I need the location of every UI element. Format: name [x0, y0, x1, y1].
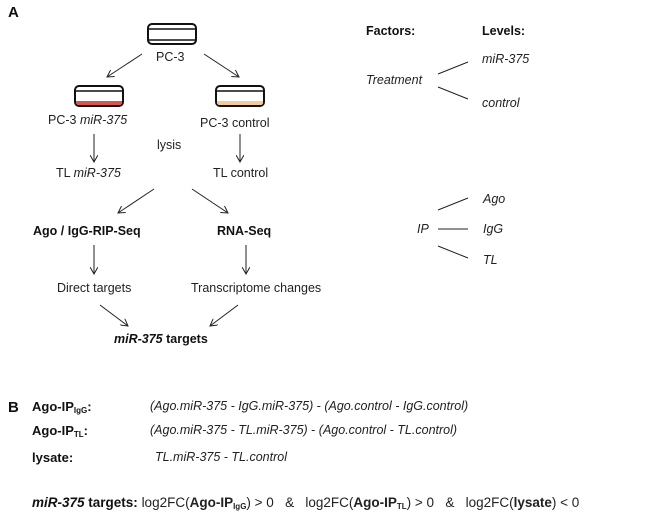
levels-header: Levels: — [482, 24, 526, 38]
factor-treatment: Treatment — [366, 73, 423, 87]
criteria-term-2: log2FC(Ago-IPTL) > 0 — [305, 495, 435, 511]
formula-part: (Ago.miR-375 - TL.miR-375) — [150, 423, 308, 437]
criteria-label: targets: — [84, 495, 138, 510]
contrast-formula-ago-ip-igg: (Ago.miR-375 - IgG.miR-375) - (Ago.contr… — [150, 399, 468, 413]
contrast-subscript: TL — [73, 430, 84, 439]
target-criteria: miR-375 targets: log2FC(Ago-IPIgG) > 0 &… — [32, 495, 579, 511]
contrast-name-lysate: lysate: — [32, 450, 74, 465]
level-tl: TL — [483, 253, 498, 267]
contrast-name: Ago-IP — [32, 399, 74, 414]
node-text: PC-3 — [48, 113, 80, 127]
node-text: targets — [162, 332, 208, 346]
criteria-joiner: & — [445, 495, 455, 510]
node-tl-mir375: TL miR-375 — [56, 166, 121, 180]
tree-line-treatment-mir375 — [437, 61, 469, 75]
panel-label-a: A — [8, 4, 19, 21]
level-ago: Ago — [483, 192, 506, 206]
criteria-term-3: log2FC(lysate) < 0 — [465, 495, 580, 510]
level-mir375: miR-375 — [482, 52, 530, 66]
node-pc3-control: PC-3 control — [200, 116, 270, 130]
panel-label-b: B — [8, 399, 19, 416]
arrow-tl-to-rip — [118, 188, 155, 213]
node-pc3-mir375: PC-3 miR-375 — [48, 113, 127, 127]
level-control: control — [482, 96, 520, 110]
node-transcriptome-changes: Transcriptome changes — [191, 281, 322, 295]
node-ago-igg-rip-seq: Ago / IgG-RIP-Seq — [33, 224, 141, 238]
tree-line-ip-ago — [437, 197, 469, 211]
label-lysis: lysis — [157, 138, 182, 152]
contrast-formula-ago-ip-tl: (Ago.miR-375 - TL.miR-375) - (Ago.contro… — [150, 423, 457, 437]
arrow-root-to-right — [203, 53, 239, 77]
node-text-italic: miR-375 — [73, 166, 121, 180]
node-text-italic: miR-375 — [114, 332, 163, 346]
tree-line-treatment-control — [437, 86, 469, 100]
node-text: TL — [56, 166, 74, 180]
node-pc3: PC-3 — [156, 50, 185, 64]
arrow-transcriptome-to-final — [210, 304, 239, 326]
contrast-formula-lysate: TL.miR-375 - TL.control — [155, 450, 287, 464]
contrast-name: lysate — [32, 450, 69, 465]
formula-part: (Ago.control - TL.control) — [318, 423, 458, 437]
petri-dish-icon-mir375 — [74, 85, 124, 107]
formula-operator: - — [313, 399, 325, 413]
factors-header: Factors: — [366, 24, 416, 38]
petri-dish-icon-root — [147, 23, 197, 45]
petri-dish-icon-control — [215, 85, 265, 107]
formula-part: (Ago.miR-375 - IgG.miR-375) — [150, 399, 314, 413]
node-text-italic: miR-375 — [79, 113, 128, 127]
arrow-root-to-left — [107, 53, 143, 77]
factor-ip: IP — [417, 222, 429, 236]
node-tl-control: TL control — [213, 166, 269, 180]
tree-line-ip-tl — [437, 245, 469, 259]
level-igg: IgG — [483, 222, 504, 236]
formula-part: (Ago.control - IgG.control) — [324, 399, 469, 413]
formula-operator: - — [307, 423, 319, 437]
node-direct-targets: Direct targets — [57, 281, 132, 295]
criteria-joiner: & — [285, 495, 295, 510]
criteria-term-1: log2FC(Ago-IPIgG) > 0 — [141, 495, 274, 511]
contrast-name-ago-ip-igg: Ago-IPIgG: — [32, 399, 92, 415]
criteria-label-italic: miR-375 — [32, 495, 85, 510]
contrast-name-ago-ip-tl: Ago-IPTL: — [32, 423, 89, 439]
arrow-direct-to-final — [99, 304, 128, 326]
node-rna-seq: RNA-Seq — [217, 224, 272, 238]
arrow-tl-to-rnaseq — [191, 188, 228, 213]
contrast-name: Ago-IP — [32, 423, 74, 438]
contrast-subscript: IgG — [73, 406, 88, 415]
node-mir375-targets: miR-375 targets — [114, 332, 208, 346]
